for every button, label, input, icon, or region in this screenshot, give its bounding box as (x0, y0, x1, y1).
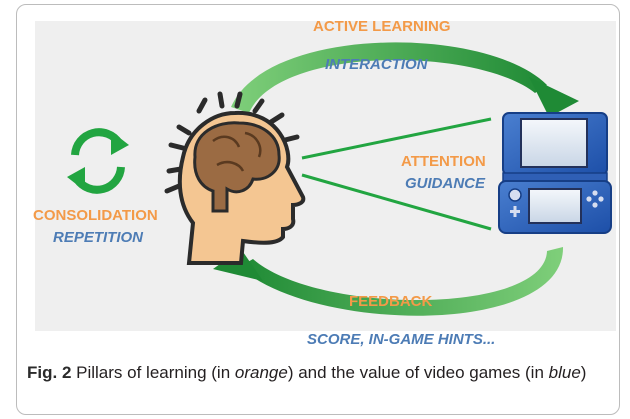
caption-blue-word: blue (548, 363, 581, 382)
label-repetition: REPETITION (53, 229, 144, 246)
caption-text-1: Pillars of learning (in (71, 363, 235, 382)
head-with-brain-icon (164, 91, 306, 265)
label-active-learning: ACTIVE LEARNING (313, 18, 451, 35)
label-interaction: INTERACTION (325, 56, 428, 73)
attention-lines (301, 117, 492, 231)
refresh-cycle-icon (67, 128, 129, 194)
caption-text-2: ) and the value of video games (in (287, 363, 549, 382)
caption-orange-word: orange (234, 363, 288, 382)
label-attention: ATTENTION (401, 153, 486, 170)
caption-figure-number: Fig. 2 (27, 363, 72, 382)
label-consolidation: CONSOLIDATION (33, 207, 158, 224)
handheld-console-icon (498, 112, 612, 234)
figure-frame: ACTIVE LEARNING INTERACTION ATTENTION GU… (16, 4, 620, 415)
diagram-graphics (67, 42, 612, 316)
label-score-hints: SCORE, IN-GAME HINTS... (307, 331, 496, 348)
top-arc-arrow (231, 42, 579, 117)
figure-caption: Fig. 2 Pillars of learning (in orange) a… (27, 360, 607, 385)
caption-text-3: ) (580, 363, 587, 382)
label-guidance: GUIDANCE (405, 175, 486, 192)
label-feedback: FEEDBACK (349, 293, 433, 310)
